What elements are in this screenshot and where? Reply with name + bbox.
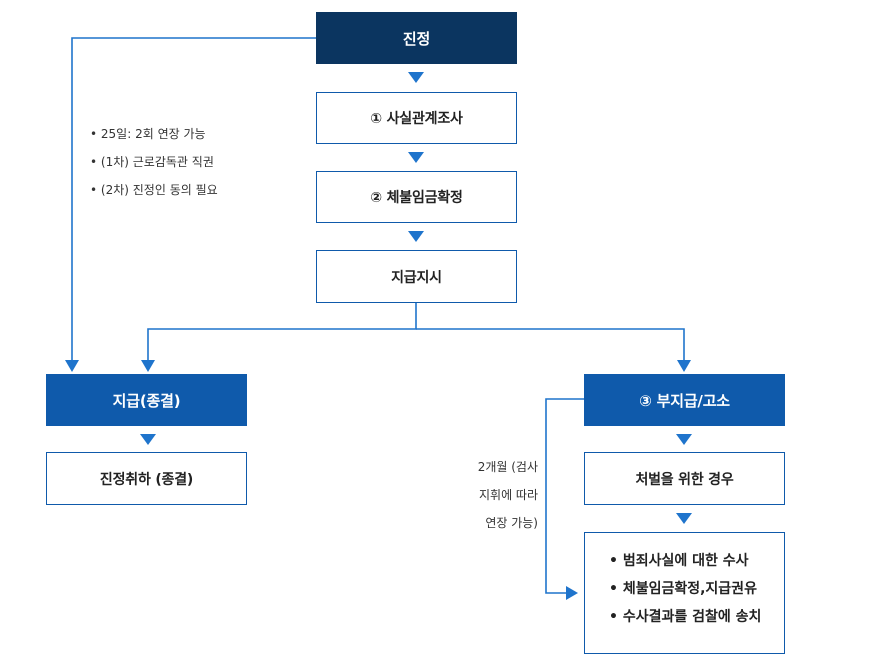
punishment-case-box: 처벌을 위한 경우 [584,452,785,505]
extension-notes: 25일: 2회 연장 가능 (1차) 근로감독관 직권 (2차) 진정인 동의 … [90,120,218,204]
payment-order-box: 지급지시 [316,250,517,303]
arrowhead-payment-left [65,360,79,372]
payment-order-label: 지급지시 [391,269,442,286]
payment-terminated-label: 지급(종결) [112,391,181,410]
arrow-down-1 [408,72,424,83]
extension-note-item: 25일: 2회 연장 가능 [90,120,218,148]
fact-investigation-box: ① 사실관계조사 [316,92,517,144]
unpaid-wage-confirmation-label: ② 체불임금확정 [370,190,463,206]
connector-petition-to-payment [71,37,316,362]
investigation-period-line: 지휘에 따라 [478,488,538,502]
investigation-step-item: 범죄사실에 대한 수사 [609,547,784,575]
payment-terminated-box: 지급(종결) [46,374,247,426]
petition-withdrawal-box: 진정취하 (종결) [46,452,247,505]
connector-order-to-complaint [416,328,685,362]
petition-box: 진정 [316,12,517,64]
unpaid-wage-confirmation-box: ② 체불임금확정 [316,171,517,223]
investigation-period-line: 연장 가능) [485,516,538,530]
arrowhead-investigation-right [566,586,578,600]
arrow-down-3 [408,231,424,242]
arrow-down-6 [676,513,692,524]
arrow-down-5 [676,434,692,445]
investigation-steps-box: 범죄사실에 대한 수사 체불임금확정,지급권유 수사결과를 검찰에 송치 [584,532,785,654]
investigation-step-item: 수사결과를 검찰에 송치 [609,603,784,631]
nonpayment-complaint-box: ③ 부지급/고소 [584,374,785,426]
arrow-down-4 [140,434,156,445]
investigation-period-line: 2개월 (검사 [477,460,538,474]
punishment-case-label: 처벌을 위한 경우 [635,471,734,488]
petition-withdrawal-label: 진정취하 (종결) [99,471,194,488]
connector-order-split [147,303,417,362]
fact-investigation-label: ① 사실관계조사 [370,111,463,127]
extension-note-item: (2차) 진정인 동의 필요 [90,176,218,204]
petition-label: 진정 [402,29,431,48]
connector-complaint-to-investigation [545,398,584,594]
investigation-step-item: 체불임금확정,지급권유 [609,575,784,603]
investigation-period-note: 2개월 (검사 지휘에 따라 연장 가능) [446,453,538,537]
nonpayment-complaint-label: ③ 부지급/고소 [639,391,730,410]
arrowhead-payment-top [141,360,155,372]
extension-note-item: (1차) 근로감독관 직권 [90,148,218,176]
arrow-down-2 [408,152,424,163]
arrowhead-complaint-top [677,360,691,372]
